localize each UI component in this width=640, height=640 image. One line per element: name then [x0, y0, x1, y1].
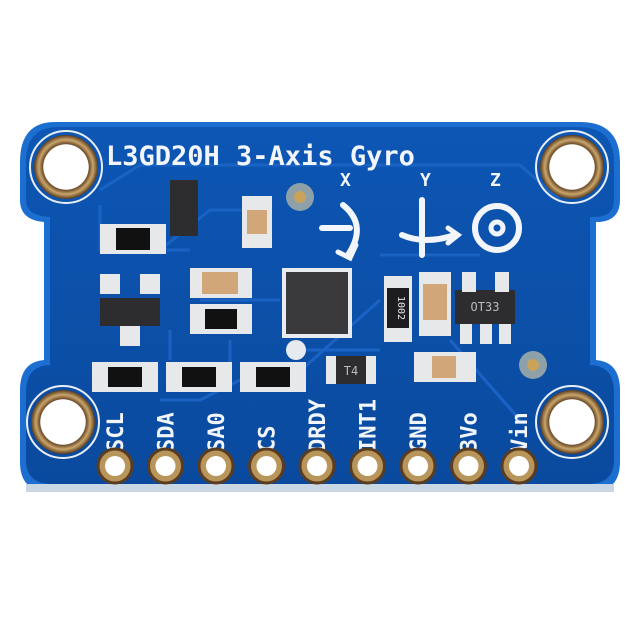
- fiducial-pad: [286, 340, 306, 360]
- diode-marking: T4: [344, 364, 358, 378]
- pin-label-drdy: DRDY: [306, 398, 331, 452]
- pin-pad-3vo[interactable]: [450, 447, 487, 485]
- axis-label-x: X: [340, 170, 351, 191]
- pin-pad-gnd[interactable]: [399, 447, 437, 485]
- resistor-marking: 1002: [395, 296, 406, 320]
- pin-pad-sa0[interactable]: [197, 447, 235, 485]
- pin-label-sda: SDA: [155, 412, 180, 452]
- pin-label-int1: INT1: [357, 399, 382, 452]
- pin-pad-sda[interactable]: [147, 447, 184, 485]
- axis-label-y: Y: [420, 170, 431, 191]
- pin-pad-vin[interactable]: [500, 447, 538, 485]
- smd-components: [92, 180, 515, 392]
- z-axis-rotation-icon: [472, 203, 522, 253]
- pin-label-sa0: SA0: [205, 412, 230, 452]
- pin-label-vin: Vin: [508, 412, 533, 452]
- pin-pad-scl[interactable]: [96, 447, 134, 485]
- axis-label-z: Z: [490, 170, 501, 191]
- mounting-hole-bottom-left: [26, 385, 100, 459]
- pin-pad-cs[interactable]: [248, 447, 285, 485]
- board-title: L3GD20H 3-Axis Gyro: [106, 141, 415, 172]
- mounting-hole-top-left: [29, 130, 103, 204]
- pin-pad-drdy[interactable]: [298, 447, 336, 485]
- pin-label-gnd: GND: [407, 412, 432, 452]
- gyro-chip: [282, 268, 352, 338]
- regulator-marking: OT33: [471, 300, 500, 314]
- pcb-edge: [26, 484, 614, 492]
- pin-label-3vo: 3Vo: [458, 412, 483, 452]
- pin-label-scl: SCL: [104, 412, 129, 452]
- pin-pad-int1[interactable]: [349, 447, 386, 485]
- x-axis-rotation-icon: [319, 202, 360, 262]
- mounting-hole-top-right: [535, 130, 609, 204]
- mounting-hole-bottom-right: [535, 385, 609, 459]
- y-axis-rotation-icon: [399, 197, 463, 258]
